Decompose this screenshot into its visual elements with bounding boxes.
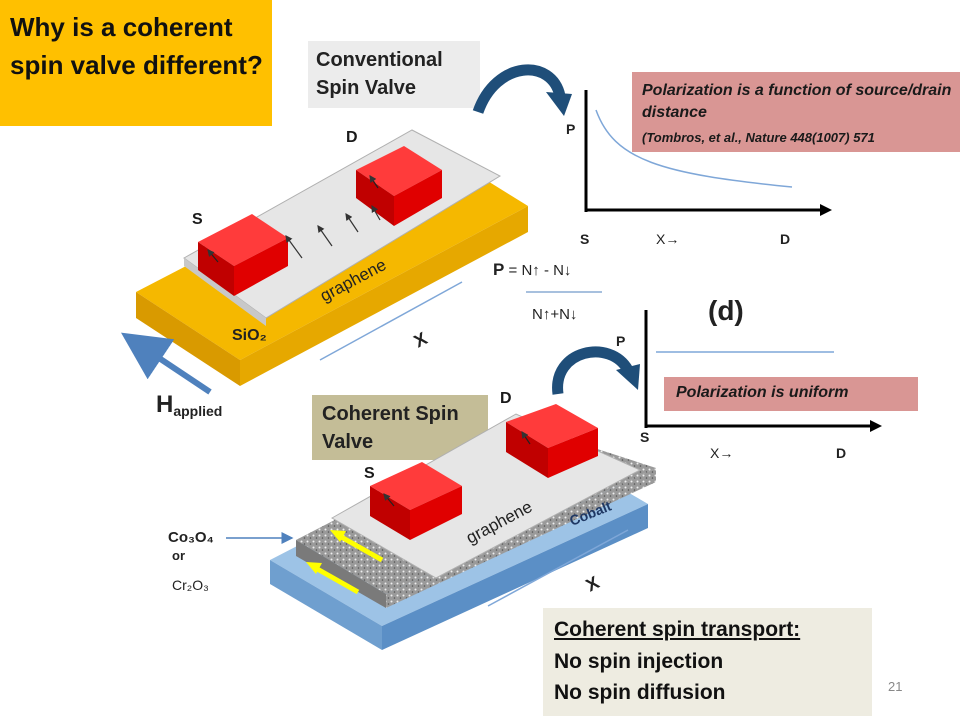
panel-label: (d) (708, 295, 744, 326)
polarization-function-note: Polarization is a function of source/dra… (642, 82, 952, 121)
source-label-conventional: S (192, 211, 203, 228)
h-main: H (156, 391, 173, 418)
sio2-label: SiO₂ (232, 327, 267, 344)
citation: (Tombros, et al., Nature 448(1007) 571 (642, 130, 875, 145)
coherent-label: Coherent Spin Valve (322, 403, 459, 453)
source-magnet-conventional (198, 214, 288, 296)
graph2-s-label: S (640, 429, 649, 445)
source-label-coherent: S (364, 465, 375, 482)
drain-label-conventional: D (346, 129, 358, 146)
conventional-polarization-graph (584, 90, 832, 216)
summary-box (543, 608, 872, 716)
polarization-uniform-box (664, 377, 918, 411)
cobalt-substrate-front (270, 560, 382, 650)
graph1-p-label: P (566, 121, 575, 137)
sio2-substrate-front (136, 292, 240, 386)
graph2-d-label: D (836, 445, 846, 461)
graph1-s-label: S (580, 231, 589, 247)
drain-label-coherent: D (500, 390, 512, 407)
title-box (0, 0, 272, 126)
x-label-coherent: X (582, 572, 602, 595)
curved-arrow-top (472, 64, 572, 116)
sio2-substrate-side (240, 206, 528, 386)
summary-title: Coherent spin transport: (554, 618, 801, 641)
yellow-arrow-top (334, 531, 384, 563)
coherent-polarization-graph (644, 310, 882, 432)
h-sub: applied (173, 403, 222, 419)
decay-curve (595, 109, 793, 188)
page-number: 21 (888, 679, 903, 694)
curved-arrow-bottom (552, 346, 640, 395)
h-label: Happlied (156, 391, 222, 419)
conventional-device (121, 129, 528, 395)
drain-magnet-coherent (506, 404, 598, 478)
oxide-layer-side (386, 468, 656, 608)
x-direction-line-coherent (487, 529, 629, 607)
summary-line-2: No spin diffusion (554, 681, 726, 704)
graphene-edge (184, 258, 266, 326)
conventional-label: Conventional Spin Valve (316, 49, 443, 99)
graph2-x-label: X→ (710, 445, 733, 461)
co3o4-label: Co₃O₄ (168, 529, 214, 546)
formula-numerator: P = N↑ - N↓ (493, 260, 571, 280)
coherent-device (226, 404, 656, 650)
polarization-function-box (632, 72, 960, 152)
polarization-uniform-note: Polarization is uniform (676, 384, 849, 401)
formula-p: P (493, 260, 505, 279)
or-label: or (172, 548, 185, 563)
x-direction-line (319, 281, 463, 361)
summary-line-1: No spin injection (554, 650, 724, 673)
formula-denominator: N↑+N↓ (532, 306, 578, 323)
drain-magnet-conventional (356, 146, 442, 226)
x-label-conventional: X (410, 328, 430, 351)
graph1-x-label: X→ (656, 231, 679, 247)
h-applied-arrow (121, 332, 212, 395)
slide-title: Why is a coherent spin valve different? (10, 12, 263, 80)
cobalt-substrate-side (382, 504, 648, 650)
conventional-label-box (308, 41, 480, 108)
graph2-p-label: P (616, 333, 625, 349)
yellow-arrow-bottom (310, 563, 360, 595)
cr2o3-label: Cr₂O₃ (172, 577, 209, 593)
oxide-layer-front (296, 540, 386, 608)
spin-arrows-conventional (285, 204, 381, 259)
source-magnet-coherent (370, 462, 462, 540)
formula-numerator-text: = N↑ - N↓ (504, 262, 572, 279)
graph1-d-label: D (780, 231, 790, 247)
